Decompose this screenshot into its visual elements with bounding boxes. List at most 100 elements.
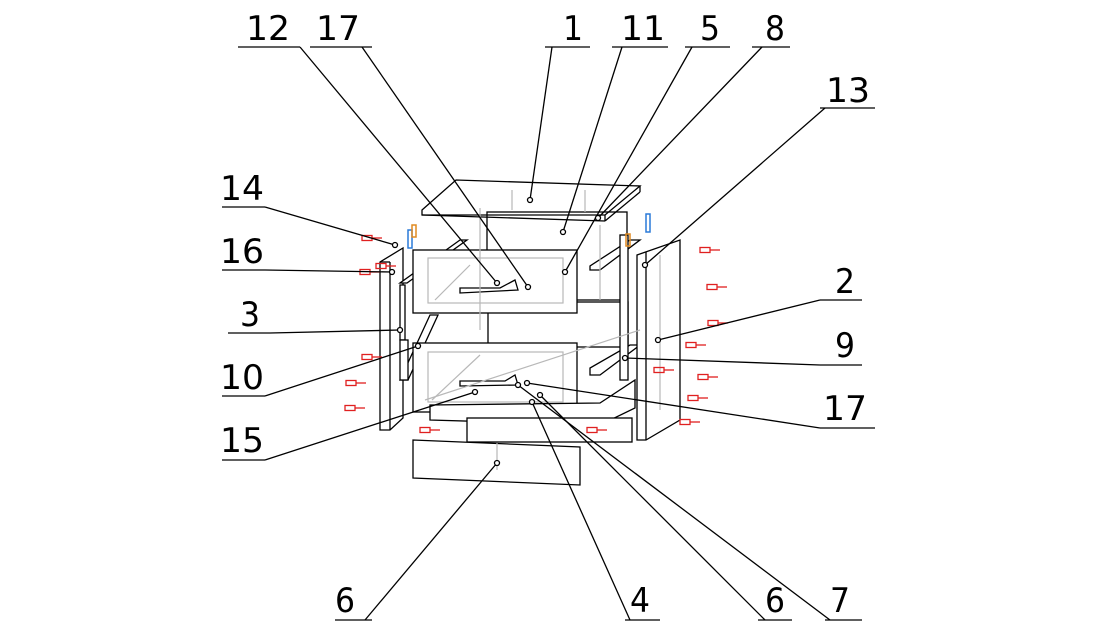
part-number-label: 6 xyxy=(765,581,785,621)
part-callout: 6 xyxy=(536,391,792,621)
leader-point xyxy=(493,459,501,467)
part-callout: 4 xyxy=(528,398,660,621)
leader-point xyxy=(514,381,522,389)
part-number-label: 13 xyxy=(826,71,870,111)
screw-icon xyxy=(375,262,396,270)
lower-drawer-handle xyxy=(459,374,519,387)
part-callout: 12 xyxy=(238,9,501,287)
part-callout: 2 xyxy=(654,262,862,344)
leader-point xyxy=(396,326,404,334)
part-number-label: 4 xyxy=(630,581,650,621)
part-right-post xyxy=(619,234,629,381)
leader-point xyxy=(621,354,629,362)
leader-line xyxy=(564,46,693,273)
part-callout: 7 xyxy=(514,381,862,621)
part-number-label: 16 xyxy=(220,232,264,272)
leader-line xyxy=(269,329,401,334)
leader-line xyxy=(526,382,821,429)
leader-line xyxy=(531,401,631,621)
hinge-icon xyxy=(645,213,651,233)
part-callout: 15 xyxy=(220,388,479,461)
screw-icon xyxy=(687,394,708,402)
leader-point xyxy=(641,261,649,269)
part-number-label: 8 xyxy=(765,9,785,49)
leader-point xyxy=(561,268,569,276)
screw-icon xyxy=(685,341,706,349)
leader-line xyxy=(562,46,623,233)
part-callout: 8 xyxy=(594,9,790,222)
leader-line xyxy=(597,46,763,219)
screw-icon xyxy=(653,366,674,374)
leader-point xyxy=(594,214,602,222)
part-number-label: 1 xyxy=(563,9,583,49)
part-number-label: 14 xyxy=(220,169,264,209)
part-callout: 14 xyxy=(220,169,399,249)
leader-line xyxy=(657,299,821,341)
leader-point xyxy=(414,342,422,350)
leader-point xyxy=(536,391,544,399)
part-callout: 1 xyxy=(526,9,590,204)
part-callout: 6 xyxy=(335,459,501,621)
leader-line xyxy=(539,394,766,621)
leader-point xyxy=(559,228,567,236)
leader-line xyxy=(264,206,396,246)
top-panel-edge xyxy=(421,214,606,222)
leader-line xyxy=(364,462,498,621)
screw-icon xyxy=(345,379,366,387)
leader-point xyxy=(528,398,536,406)
leader-point xyxy=(471,388,479,396)
pin-icon xyxy=(625,233,631,247)
upper-drawer-handle xyxy=(459,279,519,294)
part-number-label: 2 xyxy=(835,262,855,302)
hidden-lines xyxy=(424,190,661,410)
leader-line xyxy=(624,357,821,366)
part-rail-right-lower xyxy=(589,344,642,376)
pin-icon xyxy=(411,224,417,238)
part-number-label: 11 xyxy=(621,9,665,49)
leader-point xyxy=(523,379,531,387)
part-callout: 9 xyxy=(621,326,862,366)
part-number-label: 5 xyxy=(700,9,720,49)
top-panel-edge xyxy=(604,191,641,222)
part-callout: 3 xyxy=(228,295,404,335)
part-callout: 13 xyxy=(641,71,875,269)
part-number-label: 9 xyxy=(835,326,855,366)
screw-icon xyxy=(679,418,700,426)
screw-icon xyxy=(586,426,607,434)
part-callout: 16 xyxy=(220,232,396,276)
cabinet-parts xyxy=(344,179,728,486)
part-number-label: 3 xyxy=(240,295,260,335)
leader-point xyxy=(524,283,532,291)
part-number-label: 17 xyxy=(823,389,867,429)
part-callout: 5 xyxy=(561,9,730,276)
screw-icon xyxy=(419,426,440,434)
leader-line xyxy=(644,107,826,266)
part-callout: 17 xyxy=(310,9,532,291)
hinge-icon xyxy=(407,229,413,249)
leader-line xyxy=(529,46,553,201)
screw-icon xyxy=(706,283,727,291)
part-number-label: 15 xyxy=(220,421,264,461)
leader-point xyxy=(391,241,399,249)
leader-line xyxy=(361,46,529,288)
part-base-front xyxy=(466,417,633,443)
part-number-label: 7 xyxy=(830,581,850,621)
leader-line xyxy=(299,46,498,284)
part-rail-right-upper xyxy=(589,239,642,271)
lower-drawer-hidden xyxy=(427,351,564,403)
leader-line xyxy=(264,269,393,273)
part-base-panel xyxy=(429,378,636,426)
screw-icon xyxy=(697,373,718,381)
part-callout: 10 xyxy=(220,342,422,398)
screw-icon xyxy=(344,404,365,412)
leader-point xyxy=(388,268,396,276)
part-rail-post xyxy=(399,339,409,381)
leader-point xyxy=(526,196,534,204)
part-lower-drawer-front xyxy=(412,342,578,413)
part-callout: 17 xyxy=(523,379,875,429)
upper-drawer-hidden xyxy=(427,257,564,304)
part-number-label: 10 xyxy=(220,358,264,398)
part-callout: 11 xyxy=(559,9,668,236)
part-left-side xyxy=(379,246,404,431)
